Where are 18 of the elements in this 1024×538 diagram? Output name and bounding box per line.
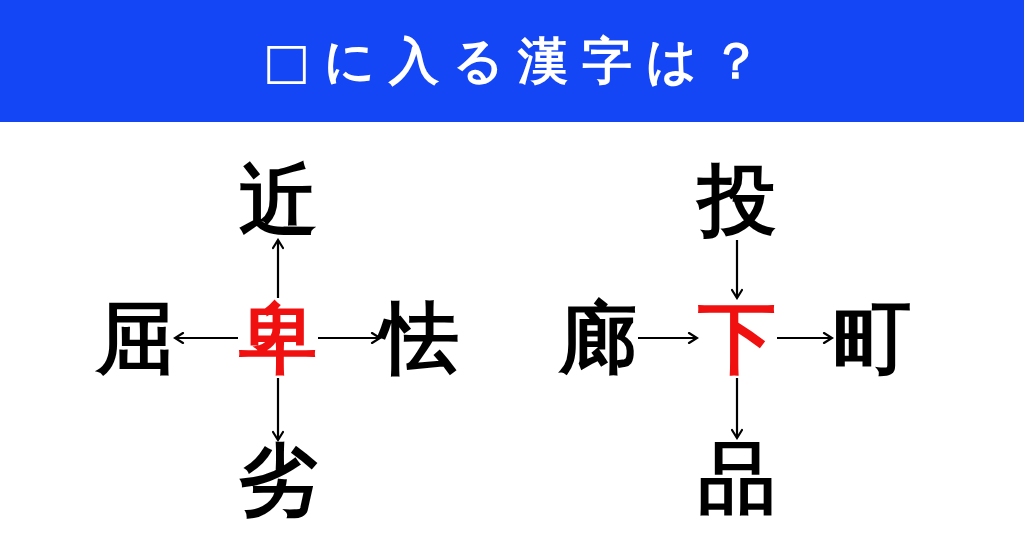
kanji: 廊	[558, 298, 638, 378]
kanji: 近	[238, 160, 318, 240]
title-banner: □に入る漢字は？	[0, 0, 1024, 122]
arrow	[271, 238, 285, 298]
arrow	[777, 331, 834, 345]
arrow	[730, 240, 744, 300]
center-kanji: 下	[697, 298, 777, 378]
kanji: 品	[697, 438, 777, 518]
kanji: 劣	[238, 440, 318, 520]
arrow	[318, 331, 382, 345]
arrow	[638, 331, 699, 345]
kanji: 屈	[95, 298, 175, 378]
arrow	[173, 331, 238, 345]
kanji: 町	[832, 298, 912, 378]
center-kanji: 卑	[238, 298, 318, 378]
arrow	[730, 378, 744, 440]
arrow	[271, 378, 285, 442]
kanji: 投	[697, 160, 777, 240]
